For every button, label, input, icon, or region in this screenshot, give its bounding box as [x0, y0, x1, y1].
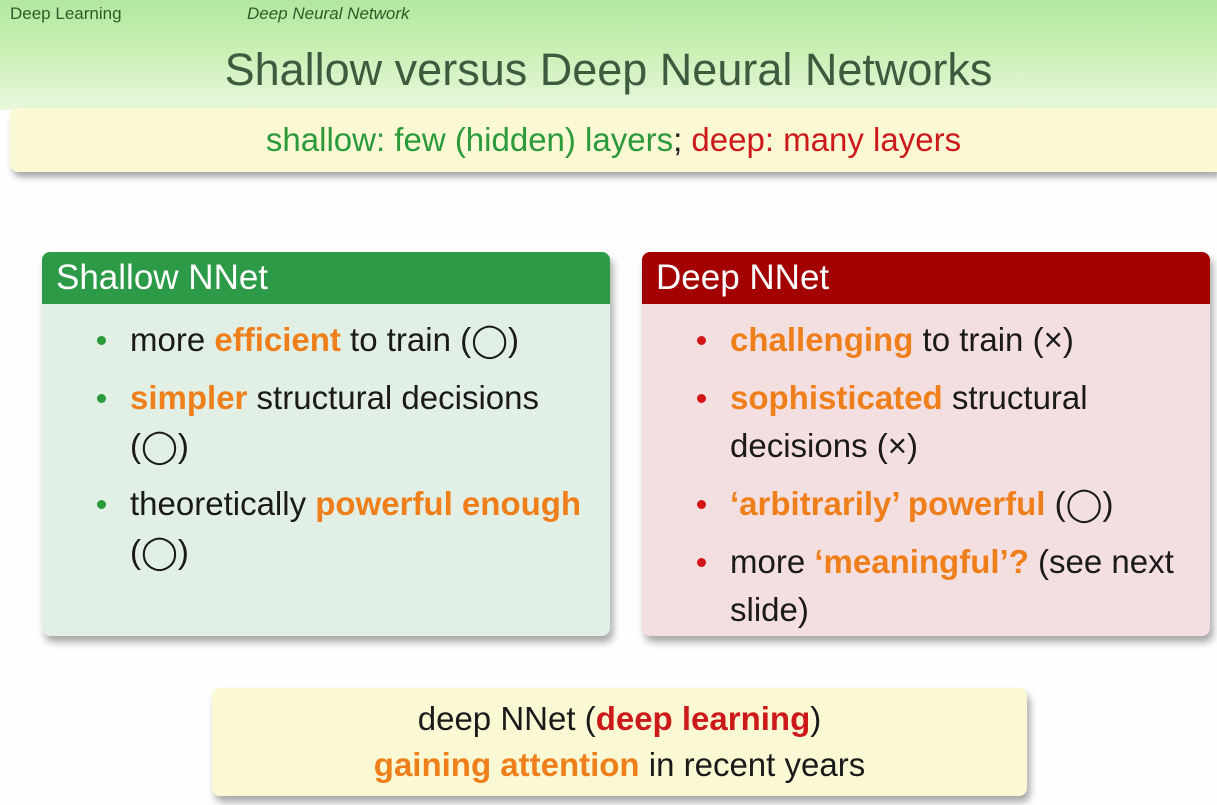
bullet-icon — [697, 558, 706, 567]
bullet-icon — [697, 394, 706, 403]
list-item: theoretically powerful enough (◯) — [42, 480, 610, 576]
conclusion-text: in recent years — [639, 746, 866, 783]
list-item: more efficient to train (◯) — [42, 316, 610, 364]
conclusion-text: ) — [810, 700, 822, 737]
subtitle-shallow: shallow: few (hidden) layers — [265, 121, 674, 158]
subtitle-separator: ; — [673, 121, 683, 158]
list-item: sophisticated structural decisions (×) — [642, 374, 1210, 470]
item-highlight: sophisticated — [730, 379, 943, 416]
subtitle-box: shallow: few (hidden) layers; deep: many… — [10, 108, 1217, 172]
item-highlight: ‘arbitrarily’ powerful — [730, 485, 1046, 522]
bullet-icon — [697, 336, 706, 345]
subtitle-deep: deep: many layers — [682, 121, 962, 158]
item-highlight: efficient — [214, 321, 341, 358]
conclusion-line-2: gaining attention in recent years — [212, 742, 1027, 788]
breadcrumb-course: Deep Learning — [10, 4, 122, 23]
deep-list: challenging to train (×) sophisticated s… — [642, 304, 1210, 634]
item-text: structural decisions (×) — [730, 379, 1088, 464]
shallow-panel-heading: Shallow NNet — [42, 252, 610, 304]
conclusion-box: deep NNet (deep learning) gaining attent… — [212, 688, 1027, 796]
bullet-icon — [97, 336, 106, 345]
breadcrumb-lecture: Deep Neural Network — [247, 4, 410, 23]
item-highlight: challenging — [730, 321, 914, 358]
list-item: simpler structural decisions (◯) — [42, 374, 610, 470]
shallow-list: more efficient to train (◯) simpler stru… — [42, 304, 610, 576]
conclusion-text: deep NNet ( — [417, 700, 596, 737]
list-item: more ‘meaningful’? (see next slide) — [642, 538, 1210, 634]
bullet-icon — [97, 394, 106, 403]
item-text: structural decisions (◯) — [130, 379, 540, 464]
item-highlight: simpler — [130, 379, 248, 416]
page-title: Shallow versus Deep Neural Networks — [224, 44, 993, 95]
deep-panel: Deep NNet challenging to train (×) sophi… — [642, 252, 1210, 636]
item-text: theoretically — [130, 485, 316, 522]
bullet-icon — [97, 500, 106, 509]
conclusion-highlight-orange: gaining attention — [373, 746, 640, 783]
list-item: ‘arbitrarily’ powerful (◯) — [642, 480, 1210, 528]
item-text: to train (×) — [913, 321, 1074, 358]
item-text: more — [730, 543, 815, 580]
shallow-panel: Shallow NNet more efficient to train (◯)… — [42, 252, 610, 636]
header-band: Deep Learning Deep Neural Network Shallo… — [0, 0, 1217, 110]
deep-panel-heading: Deep NNet — [642, 252, 1210, 304]
item-text: more — [130, 321, 215, 358]
bullet-icon — [697, 500, 706, 509]
item-text: to train (◯) — [340, 321, 520, 358]
list-item: challenging to train (×) — [642, 316, 1210, 364]
item-text: (◯) — [130, 533, 189, 570]
item-highlight: powerful enough — [315, 485, 582, 522]
item-highlight: ‘meaningful’? — [814, 543, 1029, 580]
item-text: (◯) — [1045, 485, 1114, 522]
item-text: (see next slide) — [730, 543, 1174, 628]
conclusion-highlight-red: deep learning — [595, 700, 811, 737]
conclusion-line-1: deep NNet (deep learning) — [212, 696, 1027, 742]
